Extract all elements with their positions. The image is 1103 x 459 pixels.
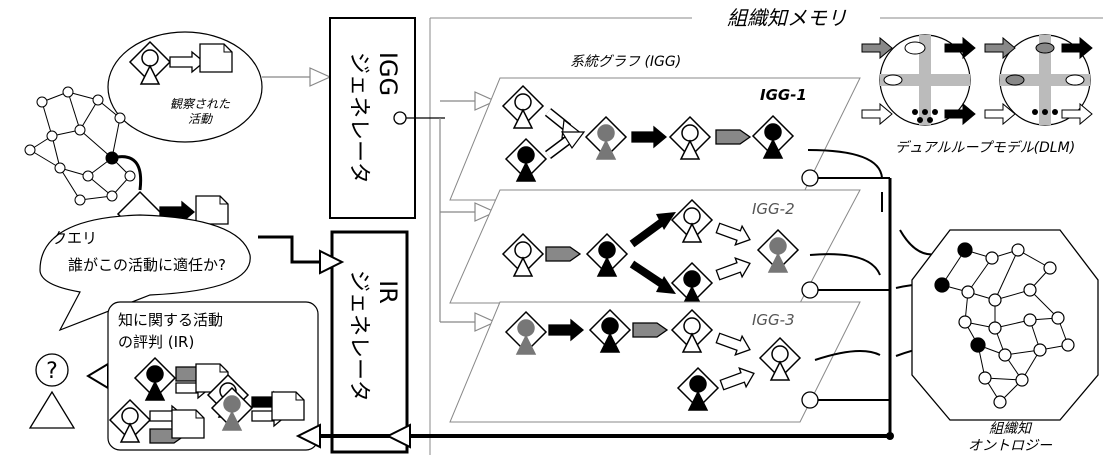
- ir-box-title-2: の評判 (IR): [118, 333, 194, 351]
- igg-3-panel: IGG-3: [450, 302, 860, 422]
- igg-2-panel: IGG-2: [450, 190, 860, 305]
- dlm-diagram-1: [862, 35, 975, 125]
- observation-connector: [262, 68, 330, 86]
- ir-box-title-1: 知に関する活動: [118, 311, 223, 329]
- dlm-label: デュアルループモデル(DLM): [895, 140, 1075, 156]
- igg-generator-subtitle: ジェネレータ: [346, 52, 371, 184]
- observed-activity-label-1: 観察された: [170, 97, 231, 111]
- igg-1-panel: IGG-1: [450, 78, 860, 200]
- igg-generator-title: IGG: [374, 52, 402, 96]
- observed-activity-label-2: 活動: [188, 112, 214, 126]
- user-symbol: ?: [46, 359, 58, 384]
- ir-result-box: 知に関する活動 の評判 (IR): [108, 302, 318, 450]
- user-figure: ?: [30, 354, 74, 428]
- dlm-diagram-2: [985, 35, 1092, 125]
- query-text: 誰がこの活動に適任か?: [68, 256, 226, 274]
- igg-2-label: IGG-2: [752, 200, 795, 218]
- lineage-graph-label: 系統グラフ (IGG): [570, 54, 681, 70]
- igg-1-label: IGG-1: [760, 86, 807, 104]
- ontology-label-1: 組織知: [989, 421, 1033, 437]
- ir-generator-title: IR: [374, 280, 402, 304]
- query-to-ir-connector: [258, 237, 342, 273]
- memory-title: 組織知メモリ: [727, 6, 847, 30]
- query-label: クエリ: [52, 229, 97, 247]
- observed-activity-bubble: 観察された 活動: [108, 32, 262, 142]
- ontology-label-2: オントロジー: [968, 438, 1053, 454]
- ir-generator-subtitle: ジェネレータ: [346, 270, 371, 402]
- igg-3-label: IGG-3: [752, 311, 795, 329]
- output-arrow-to-user: [88, 364, 108, 388]
- ontology-graphic: [912, 230, 1098, 420]
